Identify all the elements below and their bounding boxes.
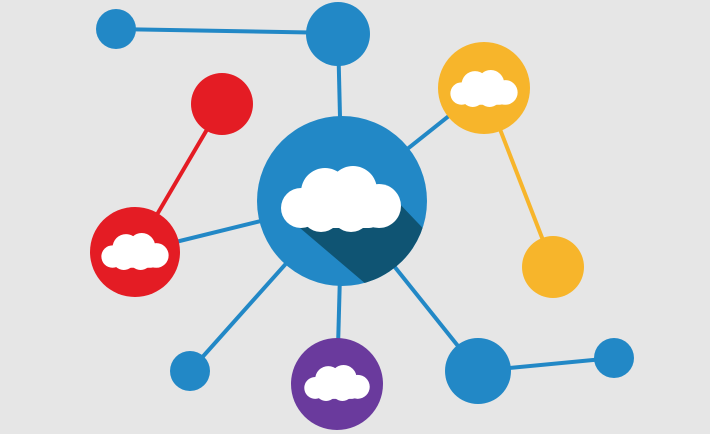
line-topleft-to-top bbox=[115, 27, 339, 35]
node-yellow-small bbox=[522, 236, 584, 298]
node-blue-top bbox=[306, 2, 370, 66]
node-red-small bbox=[191, 73, 253, 135]
node-blue-small-right bbox=[594, 338, 634, 378]
node-blue-small-bottomleft bbox=[170, 351, 210, 391]
node-blue-small-topleft bbox=[96, 9, 136, 49]
node-blue-bottomright bbox=[445, 338, 511, 404]
node-yellow-cloud bbox=[438, 42, 530, 134]
node-center-cloud bbox=[257, 116, 427, 286]
node-red-cloud bbox=[90, 207, 180, 297]
node-purple-cloud bbox=[291, 338, 383, 430]
